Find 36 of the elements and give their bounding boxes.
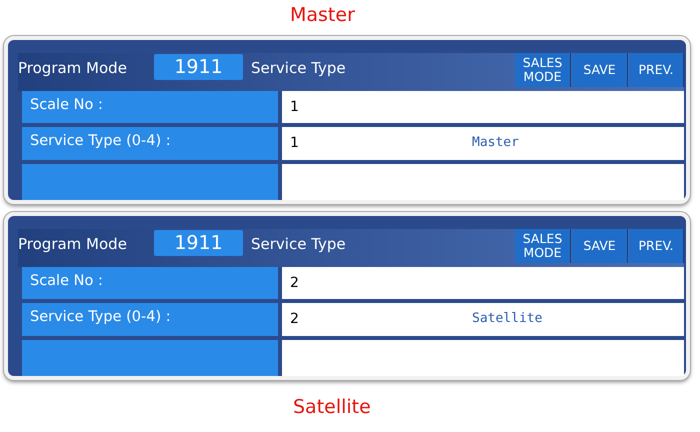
title-bar bbox=[18, 53, 684, 91]
input-field bbox=[282, 303, 684, 336]
header-label: Program Mode bbox=[18, 59, 127, 77]
header-label: Service Type bbox=[251, 59, 346, 77]
field-value: 1 bbox=[290, 135, 299, 151]
input-field bbox=[282, 127, 684, 160]
sales-mode-button: SALES MODE bbox=[515, 53, 571, 87]
sales-mode-button: SALES MODE bbox=[515, 229, 571, 263]
service-type-name: Master bbox=[472, 135, 519, 150]
field-label: Scale No : bbox=[22, 267, 278, 299]
header-label: Program Mode bbox=[18, 235, 127, 253]
save-button: SAVE bbox=[572, 229, 628, 263]
title-bar bbox=[18, 229, 684, 267]
service-type-name: Satellite bbox=[472, 311, 542, 326]
code-field: 1911 bbox=[154, 230, 243, 256]
empty-input-field bbox=[282, 340, 684, 376]
previous-button: PREV. bbox=[629, 53, 684, 87]
field-value: 2 bbox=[290, 311, 299, 327]
previous-button: PREV. bbox=[629, 229, 684, 263]
field-label: Service Type (0-4) : bbox=[22, 303, 278, 336]
empty-input-field bbox=[282, 164, 684, 200]
node-label: Master bbox=[290, 4, 355, 26]
screen-panel bbox=[4, 212, 690, 380]
save-button: SAVE bbox=[572, 53, 628, 87]
screen-panel bbox=[4, 36, 690, 204]
input-field bbox=[282, 91, 684, 123]
field-label: Service Type (0-4) : bbox=[22, 127, 278, 160]
node-label: Satellite bbox=[293, 396, 371, 418]
header-label: Service Type bbox=[251, 235, 346, 253]
field-value: 2 bbox=[290, 275, 299, 291]
field-label: Scale No : bbox=[22, 91, 278, 123]
empty-label-cell bbox=[22, 340, 278, 376]
input-field bbox=[282, 267, 684, 299]
empty-label-cell bbox=[22, 164, 278, 200]
field-value: 1 bbox=[290, 99, 299, 115]
code-field: 1911 bbox=[154, 54, 243, 80]
